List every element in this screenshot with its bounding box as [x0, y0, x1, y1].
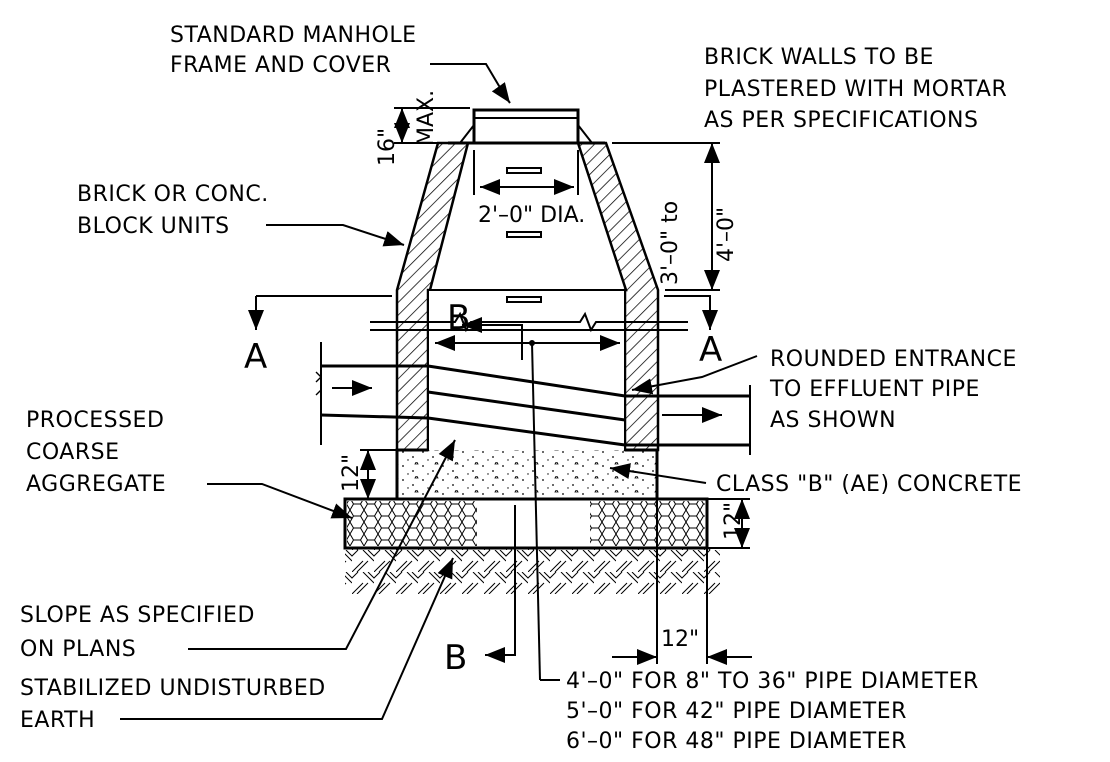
cone-height-dim-bottom: 4'–0"	[714, 207, 739, 262]
label-slope-1: SLOPE AS SPECIFIED	[20, 603, 255, 628]
label-rounded-entrance-1: ROUNDED ENTRANCE	[770, 347, 1017, 372]
manhole-steps	[506, 167, 542, 303]
label-frame-cover-2: FRAME AND COVER	[170, 53, 391, 78]
opening-dia-dim: 2'–0" DIA.	[478, 203, 585, 228]
label-rounded-entrance-3: AS SHOWN	[770, 408, 896, 433]
label-brick-walls-2: PLASTERED WITH MORTAR	[704, 77, 1007, 102]
aggregate-thickness-dim: 12"	[721, 502, 746, 540]
leaders	[120, 63, 758, 720]
section-a-line	[248, 295, 718, 330]
label-frame-cover-1: STANDARD MANHOLE	[170, 23, 417, 48]
label-brick-walls-3: AS PER SPECIFICATIONS	[704, 108, 978, 133]
label-brick-units-2: BLOCK UNITS	[77, 214, 230, 239]
label-concrete: CLASS "B" (AE) CONCRETE	[716, 472, 1022, 497]
undisturbed-earth	[345, 548, 720, 594]
label-slope-2: ON PLANS	[20, 637, 136, 662]
concrete-thickness-dim: 12"	[339, 454, 364, 492]
section-a-left: A	[244, 337, 267, 377]
label-diameter-2: 5'–0" FOR 42" PIPE DIAMETER	[566, 699, 907, 724]
cone-height-dim-top: 3'–0" to	[658, 201, 683, 285]
base-extension-dim: 12"	[661, 627, 699, 652]
label-earth-1: STABILIZED UNDISTURBED	[20, 676, 326, 701]
label-aggregate-3: AGGREGATE	[26, 472, 166, 497]
label-diameter-3: 6'–0" FOR 48" PIPE DIAMETER	[566, 729, 907, 754]
frame-height-note: MAX.	[414, 90, 439, 146]
label-brick-units-1: BRICK OR CONC.	[77, 182, 269, 207]
frame-height-dim: 16"	[375, 128, 400, 166]
section-b-top: B	[447, 298, 470, 338]
label-aggregate-2: COARSE	[26, 440, 120, 465]
label-diameter-1: 4'–0" FOR 8" TO 36" PIPE DIAMETER	[566, 669, 979, 694]
break-line	[370, 311, 688, 333]
label-rounded-entrance-2: TO EFFLUENT PIPE	[769, 377, 980, 402]
label-aggregate-1: PROCESSED	[26, 408, 164, 433]
effluent-pipe	[625, 385, 751, 455]
section-b-bottom: B	[444, 638, 467, 678]
aggregate-base	[343, 497, 709, 550]
channel	[427, 364, 626, 447]
label-brick-walls-1: BRICK WALLS TO BE	[704, 45, 934, 70]
manhole-frame-cover	[448, 108, 605, 145]
influent-pipe	[315, 342, 429, 445]
section-a-right: A	[699, 330, 722, 370]
label-earth-2: EARTH	[20, 708, 95, 733]
